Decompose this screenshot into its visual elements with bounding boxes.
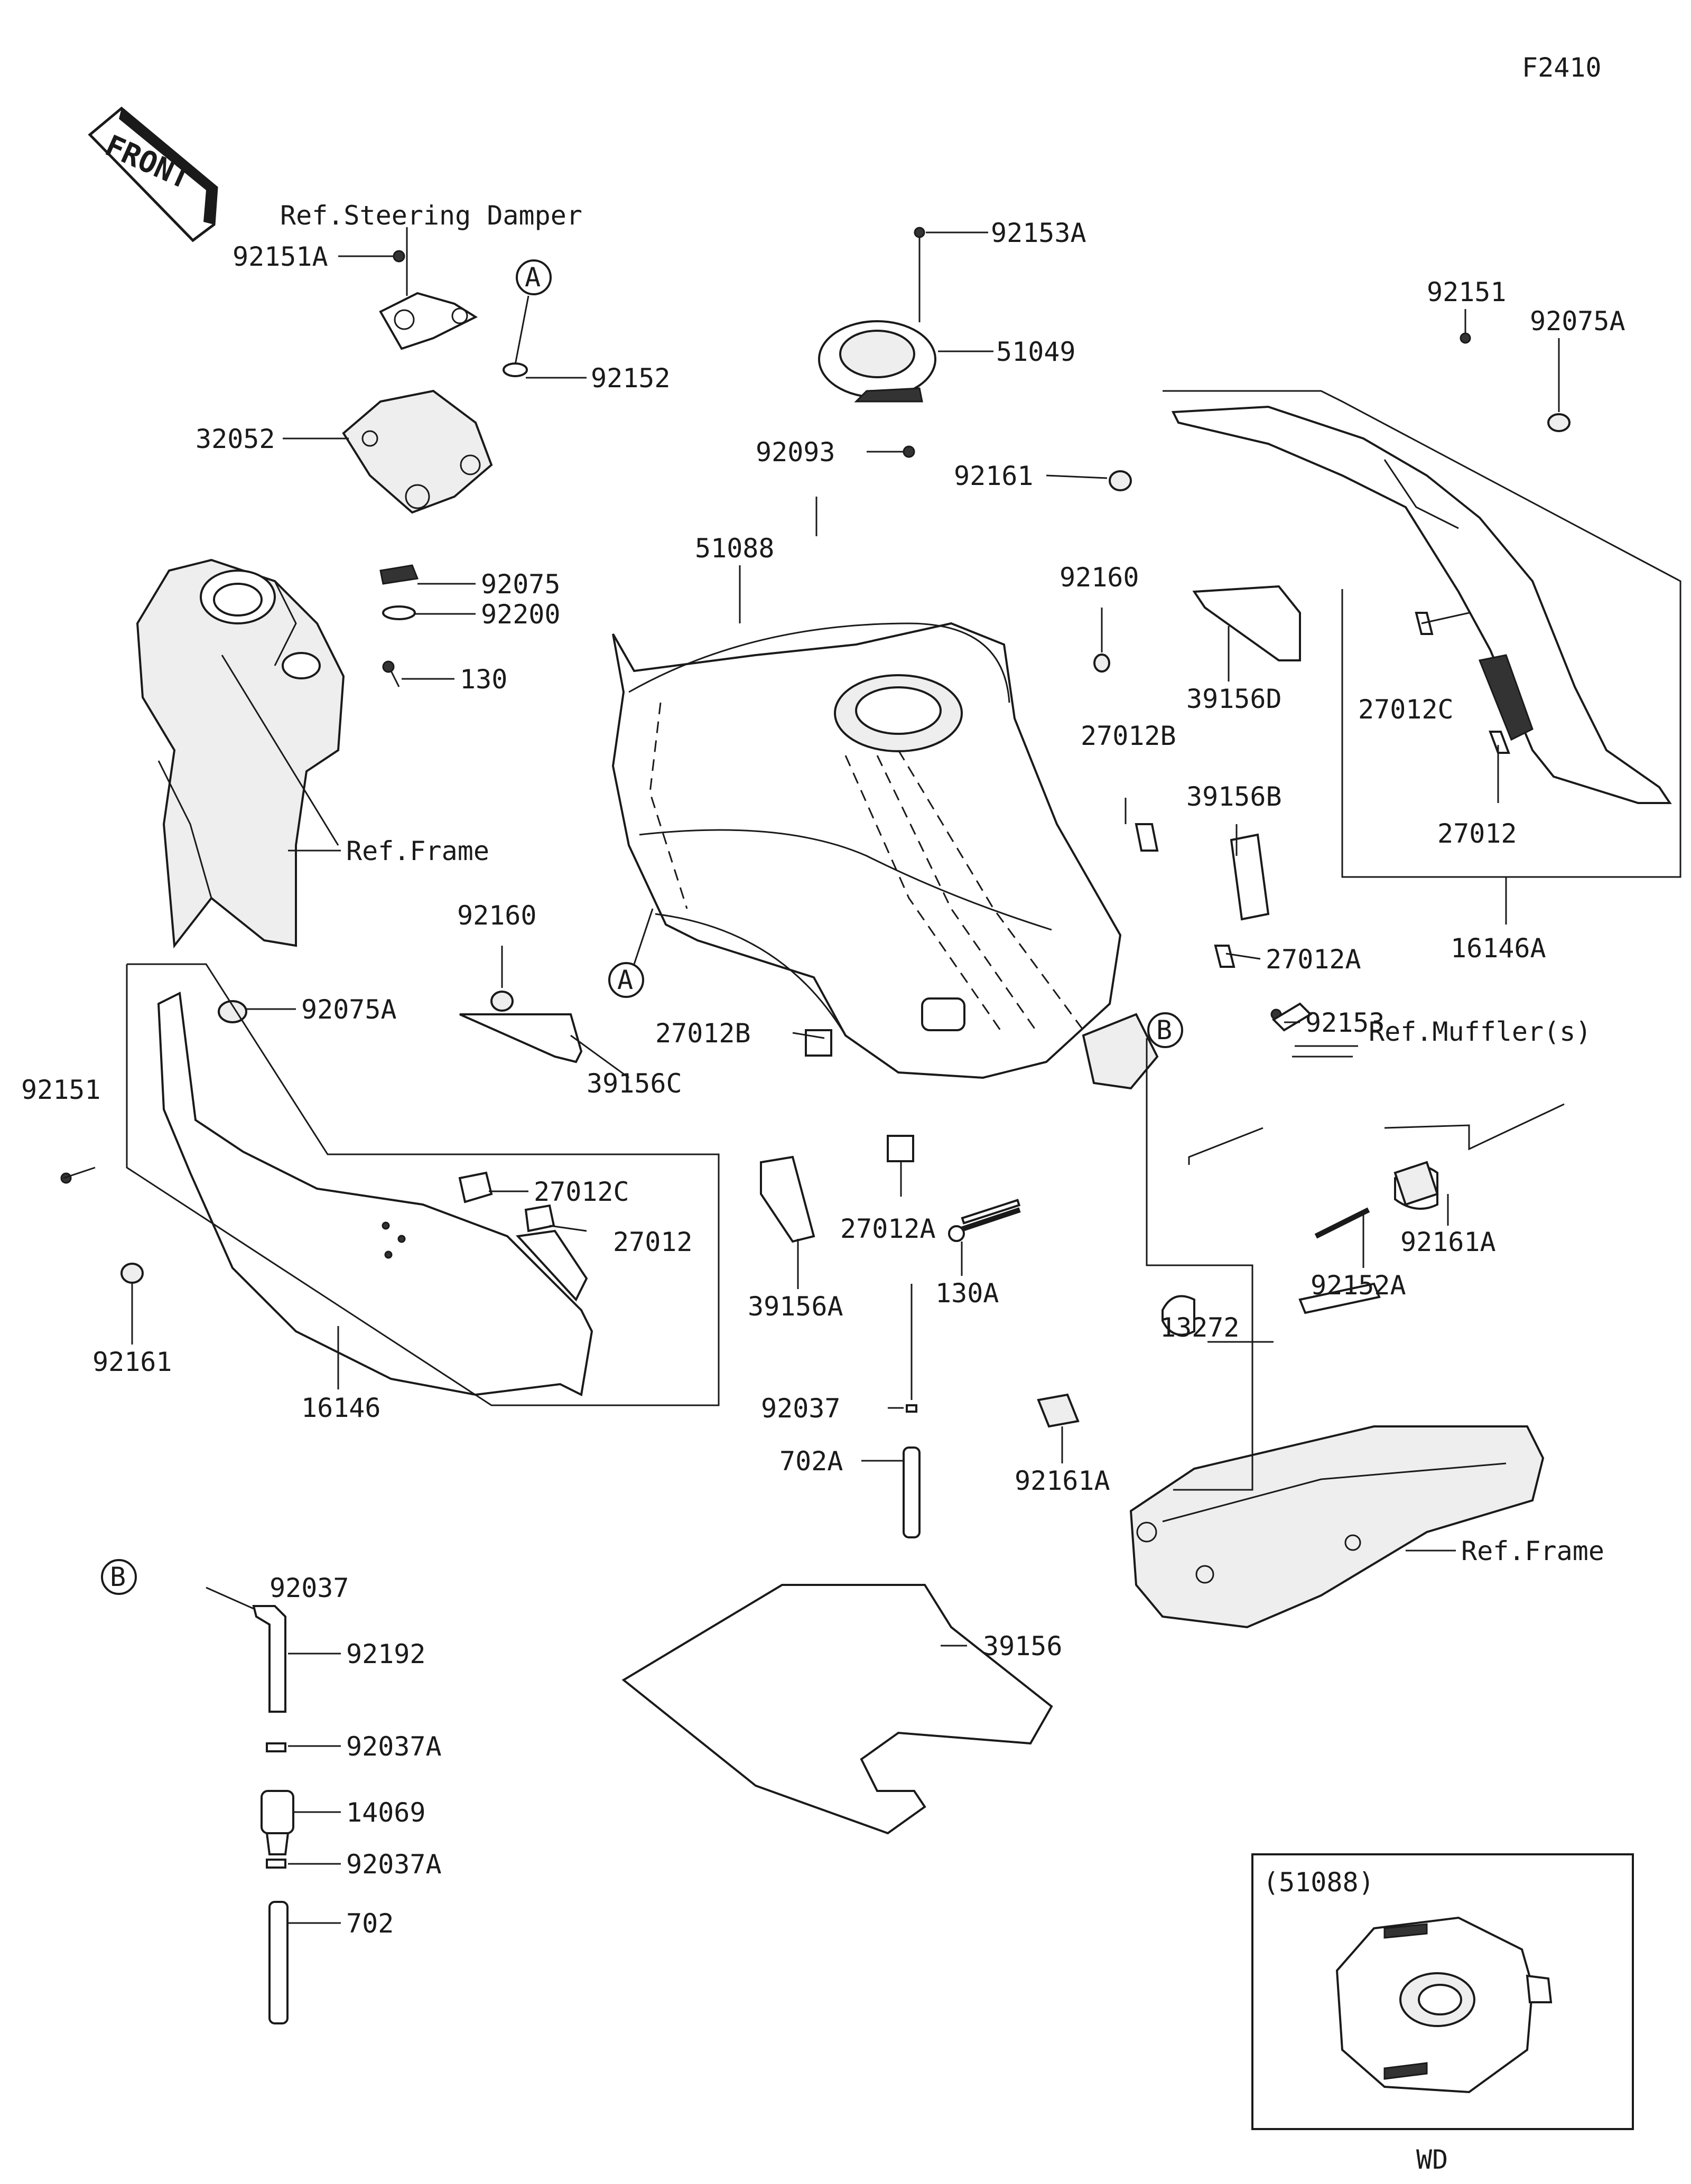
label-92160-left: 92160	[457, 900, 537, 931]
ref-point-a-tank-label: A	[617, 965, 633, 995]
label-27012c-right: 27012C	[1358, 694, 1454, 725]
label-14069: 14069	[346, 1797, 426, 1828]
inset-variant-box: (51088) WD	[1251, 1853, 1634, 2175]
frame-front-group	[136, 558, 345, 949]
label-92093: 92093	[756, 437, 835, 468]
inset-caption: WD	[1416, 2144, 1448, 2175]
label-16146: 16146	[301, 1393, 381, 1423]
ref-point-a-tank: A	[608, 908, 654, 998]
label-27012-right: 27012	[1437, 818, 1517, 849]
ref-point-b-tank-label: B	[1156, 1015, 1172, 1046]
label-27012c-left: 27012C	[534, 1177, 629, 1207]
label-ref-steering-damper: Ref.Steering Damper	[280, 200, 582, 231]
label-27012b-right: 27012B	[1081, 721, 1176, 751]
label-92075a-right: 92075A	[1530, 306, 1625, 337]
ref-point-a-top: A	[514, 259, 552, 365]
label-130: 130	[460, 664, 507, 695]
label-39156: 39156	[983, 1631, 1063, 1662]
ref-point-b-hose: B	[101, 1559, 137, 1595]
ref-point-b-hose-label: B	[110, 1562, 126, 1592]
pad-39156-group	[621, 1584, 1053, 1835]
label-32052: 32052	[196, 424, 275, 454]
label-92152: 92152	[591, 363, 671, 394]
rubber-92161a-group	[1037, 1161, 1439, 1428]
label-92161a-center: 92161A	[1015, 1466, 1110, 1496]
label-92161-left: 92161	[92, 1347, 172, 1377]
tube-702a-group	[903, 1284, 921, 1538]
label-27012a-center: 27012A	[840, 1214, 936, 1244]
label-92152a: 92152A	[1311, 1270, 1406, 1301]
label-92151-right: 92151	[1427, 277, 1507, 307]
label-ref-frame-front: Ref.Frame	[346, 836, 489, 866]
label-39156a: 39156A	[748, 1291, 843, 1322]
label-51088: 51088	[695, 533, 775, 564]
ref-point-a-top-label: A	[525, 262, 541, 293]
rear-frame-group	[961, 1002, 1565, 1629]
label-13272: 13272	[1160, 1312, 1240, 1343]
label-92151a: 92151A	[233, 241, 328, 272]
left-cover-group	[60, 963, 914, 1406]
label-16146a: 16146A	[1451, 933, 1546, 964]
steering-damper-bracket-group	[342, 227, 528, 687]
label-92160-right: 92160	[1060, 562, 1139, 593]
label-39156b: 39156B	[1186, 781, 1282, 812]
label-92037a-lower: 92037A	[346, 1849, 442, 1880]
label-27012b-center: 27012B	[655, 1018, 751, 1049]
bolt-130a-group	[948, 1207, 1021, 1242]
label-39156c: 39156C	[587, 1068, 682, 1099]
breather-hose-group	[206, 1586, 294, 2024]
label-39156d: 39156D	[1186, 684, 1282, 714]
label-92161a-right: 92161A	[1400, 1227, 1496, 1257]
label-130a: 130A	[935, 1278, 999, 1309]
label-27012a-right: 27012A	[1266, 944, 1361, 975]
label-92037: 92037	[761, 1393, 841, 1424]
label-27012-left: 27012	[613, 1227, 693, 1257]
label-92037a-upper: 92037A	[346, 1731, 442, 1762]
fuel-tank-group	[611, 622, 1159, 1090]
label-51049: 51049	[996, 337, 1076, 367]
label-92192: 92192	[346, 1639, 426, 1669]
label-92153a: 92153A	[991, 218, 1086, 248]
label-92075: 92075	[481, 569, 561, 600]
part-labels: 92153A 51049 92093 92151A 92152 32052 92…	[21, 218, 1625, 1939]
label-92037-hose: 92037	[270, 1573, 349, 1603]
label-92151-left: 92151	[21, 1075, 101, 1105]
ref-point-b-tank: B	[1147, 1012, 1183, 1048]
label-ref-frame-rear: Ref.Frame	[1461, 1536, 1604, 1566]
leader-lines	[63, 231, 1560, 1924]
label-92200: 92200	[481, 599, 561, 630]
label-ref-mufflers: Ref.Muffler(s)	[1369, 1016, 1591, 1047]
label-92075a-left: 92075A	[301, 994, 397, 1025]
label-702: 702	[346, 1908, 394, 1939]
front-arrow-icon: FRONT	[88, 106, 218, 242]
inset-title: (51088)	[1263, 1867, 1374, 1898]
figure-code: F2410	[1522, 52, 1602, 83]
fuel-cap-group	[818, 227, 936, 458]
label-702a: 702A	[779, 1446, 843, 1477]
label-92161-right: 92161	[954, 461, 1034, 491]
label-92153: 92153	[1305, 1007, 1385, 1038]
right-cover-group	[1093, 332, 1681, 968]
